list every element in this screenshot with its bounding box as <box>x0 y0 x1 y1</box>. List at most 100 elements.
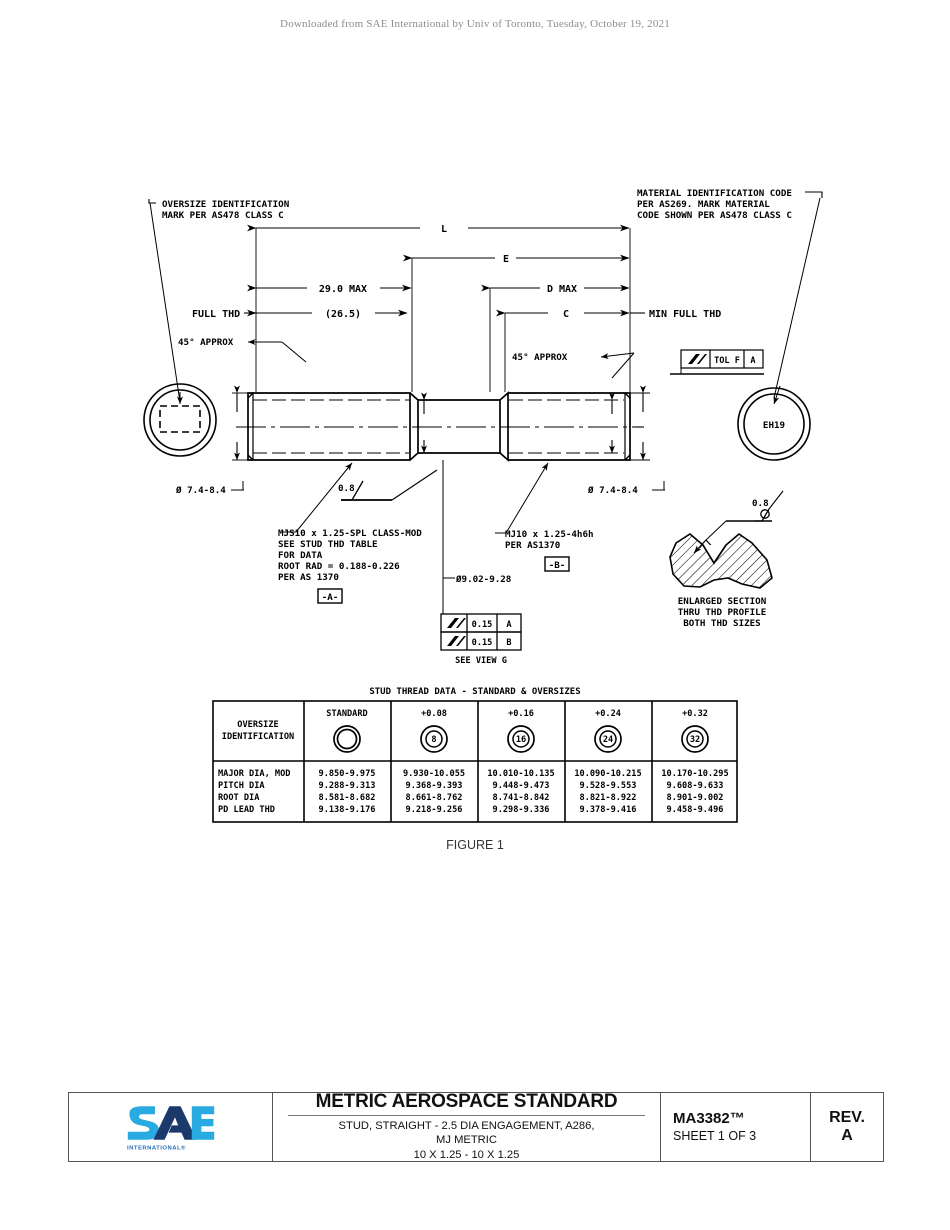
description-line1: STUD, STRAIGHT - 2.5 DIA ENGAGEMENT, A28… <box>338 1119 595 1132</box>
table-cell: 10.010-10.135 <box>487 769 554 779</box>
drawing-sheet: OVERSIZE IDENTIFICATION MARK PER AS478 C… <box>143 188 823 852</box>
oversize-id-line1: OVERSIZE IDENTIFICATION <box>162 199 289 210</box>
figure-caption: FIGURE 1 <box>446 838 504 852</box>
table-row-label-3: PD LEAD THD <box>218 805 275 815</box>
table-col-mark-3: 24 <box>603 735 613 745</box>
download-banner: Downloaded from SAE International by Uni… <box>280 18 670 30</box>
enlarged-thread-section: 0.8 ENLARGED SECTION THRU THD PROFIL <box>669 490 784 629</box>
finish-section-label: 0.8 <box>752 498 769 509</box>
description-line3: 10 X 1.25 - 10 X 1.25 <box>413 1148 520 1161</box>
table-cell: 9.448-9.473 <box>493 781 550 791</box>
table-cell: 9.378-9.416 <box>580 805 637 815</box>
oversize-id-line2: MARK PER AS478 CLASS C <box>162 210 284 221</box>
stud-thread-data-table: STUD THREAD DATA - STANDARD & OVERSIZES … <box>212 687 738 823</box>
table-row-header-2: IDENTIFICATION <box>222 732 294 742</box>
stud-side-view <box>236 391 644 462</box>
table-title: STUD THREAD DATA - STANDARD & OVERSIZES <box>369 687 580 697</box>
document-number: MA3382™ <box>673 1110 745 1128</box>
table-cell: 9.850-9.975 <box>319 769 376 779</box>
right-end-view: EH19 <box>737 385 811 461</box>
dimension-chamfer-left: Ø 7.4-8.4 <box>175 385 248 496</box>
material-line1: MATERIAL IDENTIFICATION CODE <box>637 188 792 199</box>
table-col-label-3: +0.24 <box>595 709 621 719</box>
dimension-chamfer-right: Ø 7.4-8.4 <box>587 385 665 496</box>
angle-note-right: 45° APPROX <box>512 352 635 379</box>
min-full-thd-label: MIN FULL THD <box>649 309 721 320</box>
fcf-tol-f-datum: A <box>750 356 756 366</box>
chamfer-right-label: Ø 7.4-8.4 <box>587 485 638 496</box>
dimension-shank-dia: Ø9.02-9.28 <box>442 460 511 614</box>
shank-dia-label: Ø9.02-9.28 <box>455 574 511 585</box>
table-cell: 9.138-9.176 <box>319 805 376 815</box>
sae-logo-icon: INTERNATIONAL® <box>127 1106 214 1151</box>
see-view-g-label: SEE VIEW G <box>455 656 507 666</box>
fcf-row2-value: 0.15 <box>472 638 493 648</box>
table-row-label-0: MAJOR DIA, MOD <box>218 769 290 779</box>
left-thread-line5: PER AS 1370 <box>278 572 339 583</box>
table-cell: 8.741-8.842 <box>493 793 550 803</box>
dimension-L: L <box>247 224 631 392</box>
left-thread-note: MJS10 x 1.25-SPL CLASS-MOD SEE STUD THD … <box>278 462 422 604</box>
dimension-E: E <box>403 254 630 392</box>
chamfer-left-label: Ø 7.4-8.4 <box>175 485 226 496</box>
dimension-29max: 29.0 MAX <box>247 284 412 295</box>
dimension-E-label: E <box>503 254 509 265</box>
fcf-tol-f: TOL F A <box>670 349 764 375</box>
table-col-mark-4: 32 <box>690 735 700 745</box>
surface-finish-body: 0.8 <box>338 469 438 501</box>
oversize-mark-square <box>159 405 201 433</box>
table-row-header-1: OVERSIZE <box>237 720 278 730</box>
right-thread-line1: MJ10 x 1.25-4h6h <box>505 529 594 540</box>
material-line2: PER AS269. MARK MATERIAL <box>637 199 770 210</box>
revision-label: REV. <box>829 1108 865 1126</box>
table-col-label-1: +0.08 <box>421 709 447 719</box>
table-col-label-4: +0.32 <box>682 709 708 719</box>
table-cell: 10.170-10.295 <box>661 769 728 779</box>
sheet-number: SHEET 1 OF 3 <box>673 1128 757 1143</box>
full-thd-label: FULL THD <box>192 309 240 320</box>
angle-left-label: 45° APPROX <box>178 337 234 348</box>
table-cell: 9.930-10.055 <box>403 769 465 779</box>
table-cell: 8.661-8.762 <box>406 793 463 803</box>
table-col-label-2: +0.16 <box>508 709 534 719</box>
dimension-Dmax: D MAX <box>481 284 630 392</box>
dimension-29max-label: 29.0 MAX <box>319 284 367 295</box>
table-col-label-0: STANDARD <box>326 709 367 719</box>
sae-logo: INTERNATIONAL® <box>69 1093 273 1161</box>
left-thread-line4: ROOT RAD = 0.188-0.226 <box>278 561 400 572</box>
left-end-view <box>143 383 217 457</box>
material-code-label: EH19 <box>763 420 785 431</box>
description-line2: MJ METRIC <box>436 1134 497 1147</box>
fcf-row2-datum: B <box>506 638 511 648</box>
table-cell: 8.901-9.002 <box>667 793 724 803</box>
revision-value: A <box>841 1127 853 1144</box>
material-id-note: MATERIAL IDENTIFICATION CODE PER AS269. … <box>637 188 823 399</box>
table-cell: 9.608-9.633 <box>667 781 724 791</box>
table-cell: 9.298-9.336 <box>493 805 550 815</box>
fcf-row1-datum: A <box>506 620 512 630</box>
table-col-mark-2: 16 <box>516 735 526 745</box>
enlarged-line3: BOTH THD SIZES <box>683 618 760 629</box>
dimension-C-label: C <box>563 309 569 320</box>
enlarged-line1: ENLARGED SECTION <box>678 596 767 607</box>
dimension-C: C MIN FULL THD <box>496 309 721 392</box>
table-cell: 9.458-9.496 <box>667 805 724 815</box>
revision-cell: REV. A <box>811 1093 883 1161</box>
table-col-mark-1: 8 <box>431 735 436 745</box>
left-thread-line1: MJS10 x 1.25-SPL CLASS-MOD <box>278 528 422 539</box>
description: STUD, STRAIGHT - 2.5 DIA ENGAGEMENT, A28… <box>339 1116 595 1163</box>
table-row-label-1: PITCH DIA <box>218 781 265 791</box>
table-cell: 9.528-9.553 <box>580 781 637 791</box>
table-row-label-2: ROOT DIA <box>218 793 260 803</box>
table-cell: 9.288-9.313 <box>319 781 376 791</box>
dimension-26-5-label: (26.5) <box>325 309 361 320</box>
dimension-L-label: L <box>441 224 447 235</box>
left-thread-line3: FOR DATA <box>278 550 323 561</box>
fcf-stack: 0.15 A 0.15 B SEE VIEW G <box>440 613 522 666</box>
right-thread-line2: PER AS1370 <box>505 540 560 551</box>
angle-note-left: 45° APPROX <box>178 337 307 363</box>
table-cell: 9.368-9.393 <box>406 781 463 791</box>
engineering-drawing: OVERSIZE IDENTIFICATION MARK PER AS478 C… <box>143 188 823 823</box>
document-number-cell: MA3382™ SHEET 1 OF 3 <box>661 1093 811 1161</box>
